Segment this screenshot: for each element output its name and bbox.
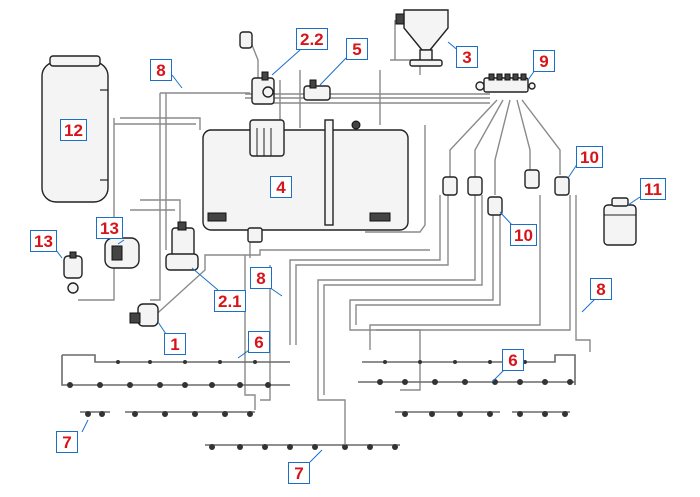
- boom-section-lower: [80, 411, 570, 450]
- label-11: 11: [640, 178, 666, 200]
- section-valves: [442, 169, 570, 216]
- label-1: 1: [164, 333, 186, 355]
- label-3: 3: [456, 46, 478, 68]
- label-7-left: 7: [56, 431, 78, 453]
- label-2-2: 2.2: [296, 28, 328, 50]
- valve-group-top: [239, 31, 331, 105]
- label-2-1: 2.1: [214, 290, 246, 312]
- main-pump: [129, 303, 159, 327]
- control-valve-2-1: [165, 221, 199, 271]
- label-6-right: 6: [502, 349, 524, 371]
- boom-section-left: [61, 354, 290, 388]
- hand-wash-tank: [603, 197, 637, 246]
- label-8-right: 8: [590, 278, 612, 300]
- label-6-left: 6: [248, 331, 270, 353]
- label-8-mid: 8: [250, 267, 272, 289]
- label-13-right: 13: [96, 217, 123, 239]
- label-leaders: [55, 41, 641, 463]
- label-12: 12: [60, 119, 87, 141]
- main-spray-tank: [202, 119, 409, 243]
- label-8-top: 8: [150, 59, 172, 81]
- label-10-center: 10: [510, 224, 537, 246]
- label-10-right: 10: [576, 146, 603, 168]
- label-5: 5: [346, 38, 368, 60]
- boom-section-right: [358, 354, 576, 385]
- hose-lines: [78, 20, 591, 430]
- section-valve-distributor: [475, 73, 536, 93]
- label-4: 4: [270, 176, 292, 198]
- label-9: 9: [533, 50, 555, 72]
- label-13-left: 13: [30, 230, 57, 252]
- label-7-bottom: 7: [288, 462, 310, 484]
- induction-hopper: [395, 9, 449, 67]
- pump-assembly-13: [63, 237, 140, 294]
